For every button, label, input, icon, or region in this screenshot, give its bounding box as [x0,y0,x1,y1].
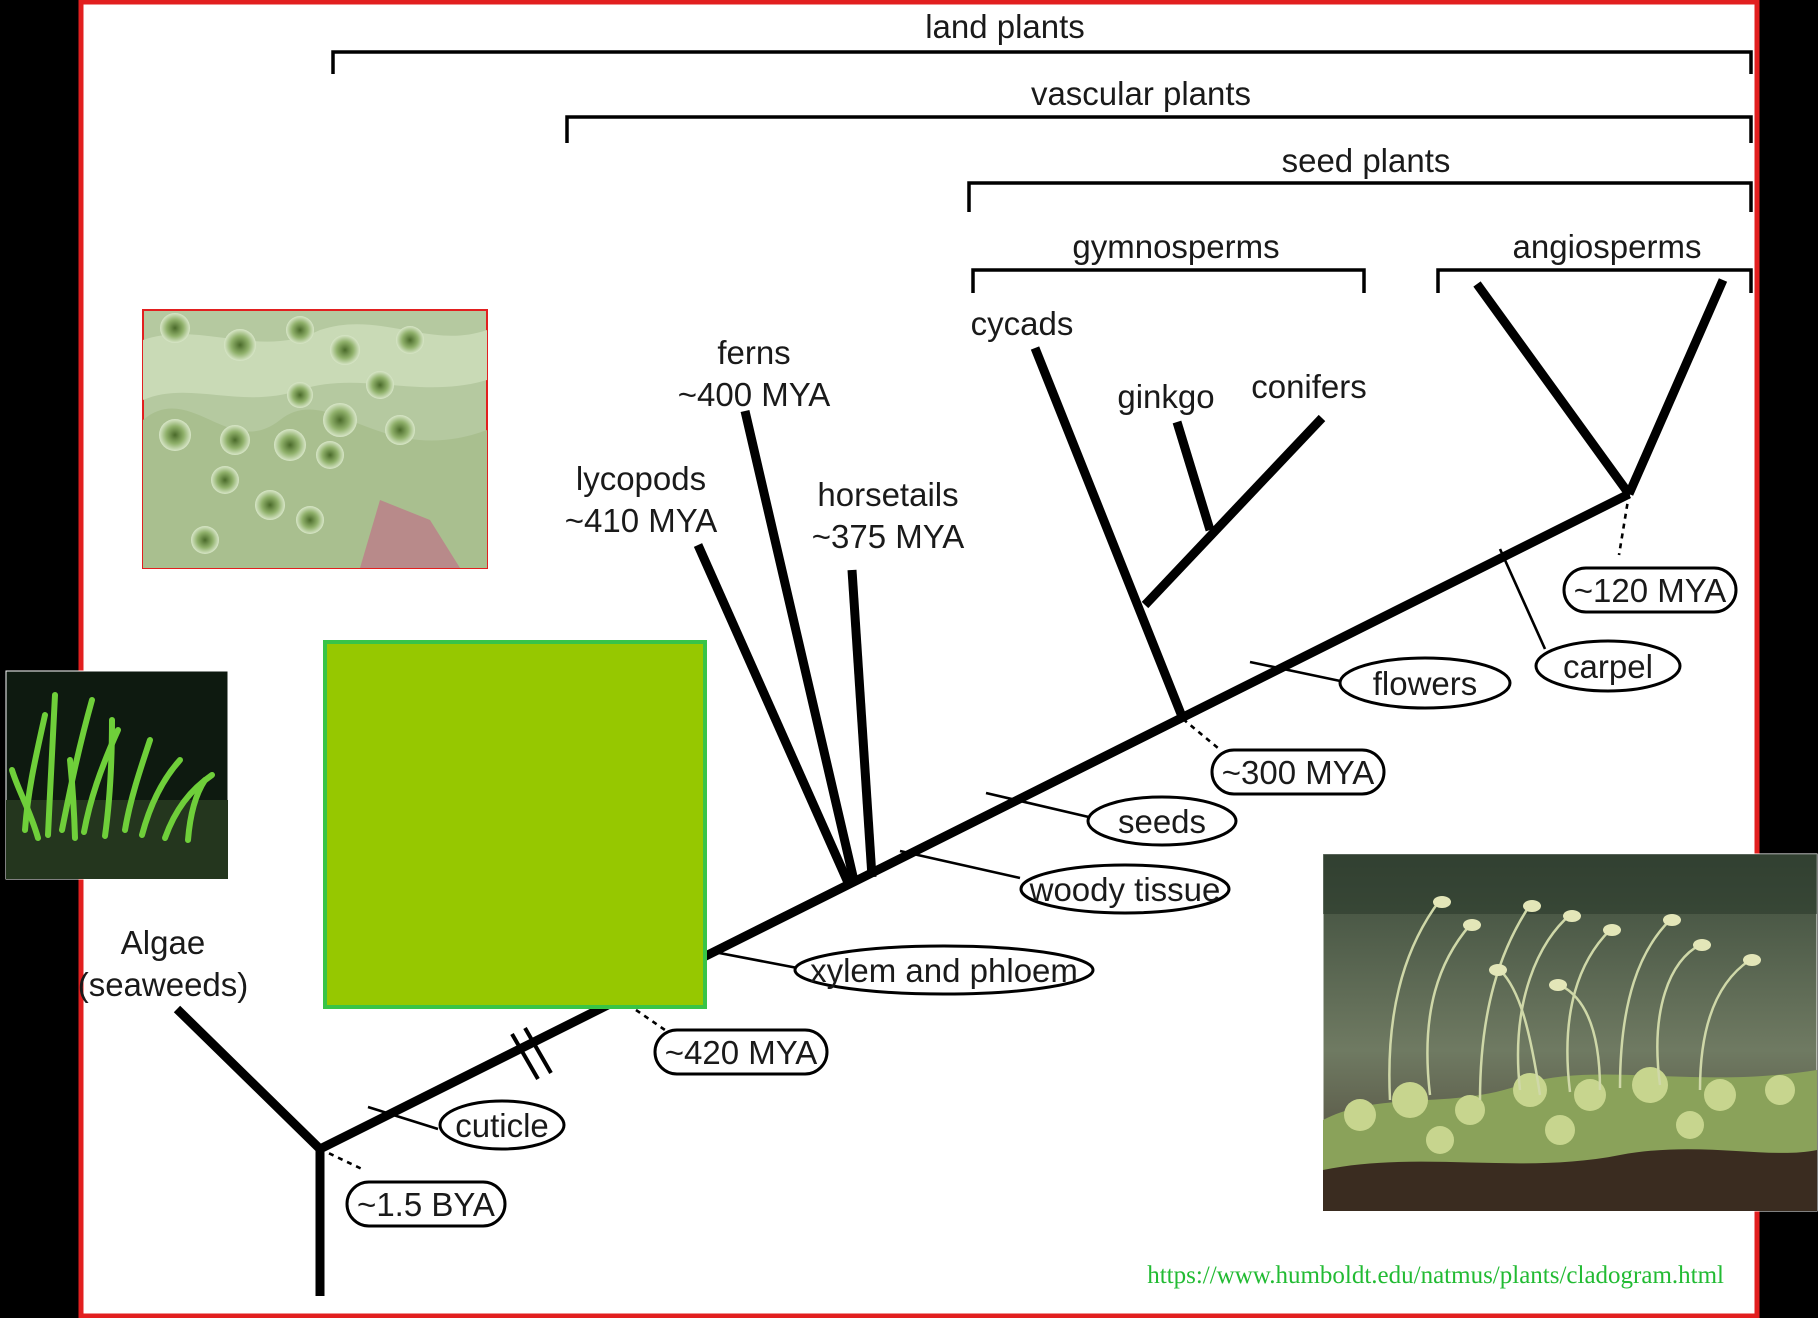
cycads-label: cycads [971,305,1074,342]
algae-sublabel: (seaweeds) [78,966,249,1003]
gymnosperms-label: gymnosperms [1072,228,1279,265]
green-cover-box [325,642,705,1007]
moss-photo [1323,854,1817,1211]
trait-carpel: carpel [1536,641,1680,691]
date-420-mya: ~420 MYA [655,1030,827,1074]
trait-woody-tissue: woody tissue [1021,865,1229,913]
vascular-plants-label: vascular plants [1031,75,1251,112]
algae-label: Algae [121,924,205,961]
svg-text:flowers: flowers [1373,665,1478,702]
svg-text:woody tissue: woody tissue [1029,871,1221,908]
horsetails-age: ~375 MYA [812,518,965,555]
horsetails-label: horsetails [817,476,958,513]
trait-cuticle: cuticle [440,1101,564,1149]
liverwort-photo [143,310,487,568]
ginkgo-label: ginkgo [1117,378,1214,415]
svg-text:cuticle: cuticle [455,1107,549,1144]
svg-text:~300 MYA: ~300 MYA [1222,754,1375,791]
hornwort-photo [6,671,228,879]
angiosperms-label: angiosperms [1513,228,1702,265]
land-plants-label: land plants [925,8,1085,45]
svg-text:xylem and phloem: xylem and phloem [810,952,1078,989]
trait-flowers: flowers [1340,658,1510,708]
trait-xylem-phloem: xylem and phloem [795,946,1093,994]
conifers-label: conifers [1251,368,1367,405]
lycopods-age: ~410 MYA [565,502,718,539]
svg-text:seeds: seeds [1118,803,1206,840]
ferns-age: ~400 MYA [678,376,831,413]
date-300-mya: ~300 MYA [1212,750,1384,794]
seed-plants-label: seed plants [1282,142,1451,179]
source-url[interactable]: https://www.humboldt.edu/natmus/plants/c… [1147,1262,1724,1289]
date-1-5-bya: ~1.5 BYA [347,1182,505,1226]
trait-seeds: seeds [1088,797,1236,845]
ferns-label: ferns [717,334,790,371]
svg-text:~420 MYA: ~420 MYA [665,1034,818,1071]
lycopods-label: lycopods [576,460,706,497]
date-120-mya: ~120 MYA [1564,568,1736,612]
svg-text:~120 MYA: ~120 MYA [1574,572,1727,609]
svg-text:carpel: carpel [1563,648,1653,685]
svg-text:~1.5 BYA: ~1.5 BYA [357,1186,495,1223]
